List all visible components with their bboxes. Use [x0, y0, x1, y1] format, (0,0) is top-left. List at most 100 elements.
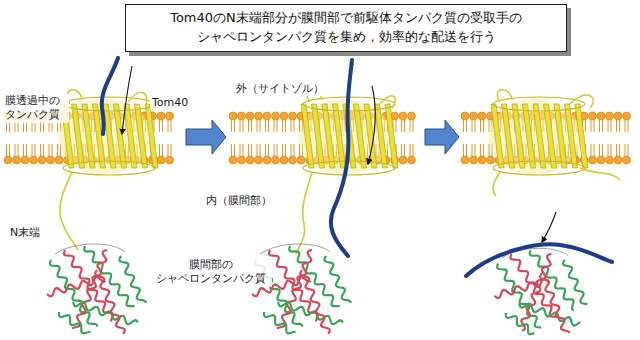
beta-strand	[312, 104, 325, 168]
lipid-head	[238, 156, 246, 164]
lipid-head	[589, 156, 597, 164]
barrel-rim	[303, 161, 395, 175]
lipid-head	[272, 156, 280, 164]
helix	[494, 279, 550, 298]
lipid-head	[246, 112, 254, 120]
barrel-rim	[493, 161, 585, 175]
lipid-head	[21, 156, 29, 164]
lipid-head	[470, 156, 478, 164]
movement-arrow	[122, 66, 132, 134]
lipid-head	[408, 112, 416, 120]
lipid-head	[38, 156, 46, 164]
lipid-head	[255, 156, 263, 164]
beta-strand	[135, 104, 148, 168]
lipid-head	[597, 156, 605, 164]
label: 膜間部の シャペロンタンパク質	[150, 258, 272, 287]
lipid-head	[461, 112, 469, 120]
lipid-head	[255, 112, 263, 120]
n-terminal-tail	[296, 172, 312, 254]
lipid-head	[13, 156, 21, 164]
beta-strand	[575, 104, 588, 168]
beta-strand	[103, 104, 116, 168]
loop	[260, 244, 330, 254]
barrel-rim	[63, 161, 155, 175]
loop	[67, 90, 82, 104]
lipid-head	[157, 112, 165, 120]
lipid-head	[166, 156, 174, 164]
lipid-head	[597, 112, 605, 120]
precursor-chain	[102, 58, 118, 134]
lipid-head	[166, 112, 174, 120]
lipid-head	[263, 156, 271, 164]
n-terminal-tail	[60, 172, 78, 250]
beta-strand	[554, 104, 567, 168]
loop	[380, 96, 395, 108]
helix	[278, 302, 343, 324]
lipid-head	[614, 156, 622, 164]
beta-strand	[145, 104, 158, 168]
label: Tom40	[150, 96, 190, 110]
beta-strand	[512, 104, 525, 168]
movement-arrow	[542, 212, 556, 242]
beta-strand	[72, 104, 85, 168]
precursor-chain	[331, 60, 352, 256]
beta-strand	[322, 104, 335, 168]
beta-strand	[301, 104, 314, 168]
lipid-head	[30, 156, 38, 164]
movement-arrow	[368, 86, 375, 164]
lipid-head	[399, 112, 407, 120]
beta-strand	[354, 104, 367, 168]
lipid-head	[606, 156, 614, 164]
lipid-head	[614, 112, 622, 120]
lipid-head	[297, 156, 305, 164]
helix	[95, 270, 125, 334]
loop	[497, 90, 512, 102]
beta-strand	[502, 104, 515, 168]
lipid-head	[55, 156, 63, 164]
label: N末端	[8, 226, 42, 240]
helix	[84, 246, 134, 306]
lipid-head	[246, 156, 254, 164]
beta-strand	[82, 104, 95, 168]
precursor-chain	[466, 244, 612, 276]
step-arrow	[425, 120, 459, 154]
lipid-head	[280, 112, 288, 120]
label: 外（サイトゾル）	[234, 82, 326, 96]
loop	[570, 95, 593, 108]
loop	[55, 244, 125, 254]
helix	[519, 303, 580, 325]
beta-strand	[385, 104, 398, 168]
lipid-head	[289, 112, 297, 120]
lipid-head	[487, 156, 495, 164]
lipid-head	[478, 112, 486, 120]
label: 内（膜間部）	[204, 194, 274, 208]
helix	[563, 260, 587, 305]
lipid-head	[399, 156, 407, 164]
helix	[264, 312, 296, 333]
lipid-head	[280, 156, 288, 164]
helix	[506, 313, 535, 334]
chaperone	[494, 248, 587, 334]
lipid-head	[272, 112, 280, 120]
loop	[128, 92, 147, 106]
lipid-head	[461, 156, 469, 164]
n-terminal-tail	[493, 172, 500, 196]
lipid-head	[470, 112, 478, 120]
helix	[119, 256, 145, 303]
beta-strand	[523, 104, 536, 168]
helix	[73, 302, 138, 324]
helix	[300, 270, 330, 334]
lipid-head	[157, 156, 165, 164]
helix	[324, 256, 350, 303]
helix	[289, 246, 339, 306]
lipid-head	[263, 112, 271, 120]
barrel-rim	[63, 97, 155, 111]
beta-strand	[565, 104, 578, 168]
beta-strand	[491, 104, 504, 168]
beta-strand	[544, 104, 557, 168]
lipid-head	[408, 156, 416, 164]
tom40-barrel	[59, 90, 158, 175]
lipid-head	[238, 112, 246, 120]
lipid-head	[47, 156, 55, 164]
beta-strand	[124, 104, 137, 168]
